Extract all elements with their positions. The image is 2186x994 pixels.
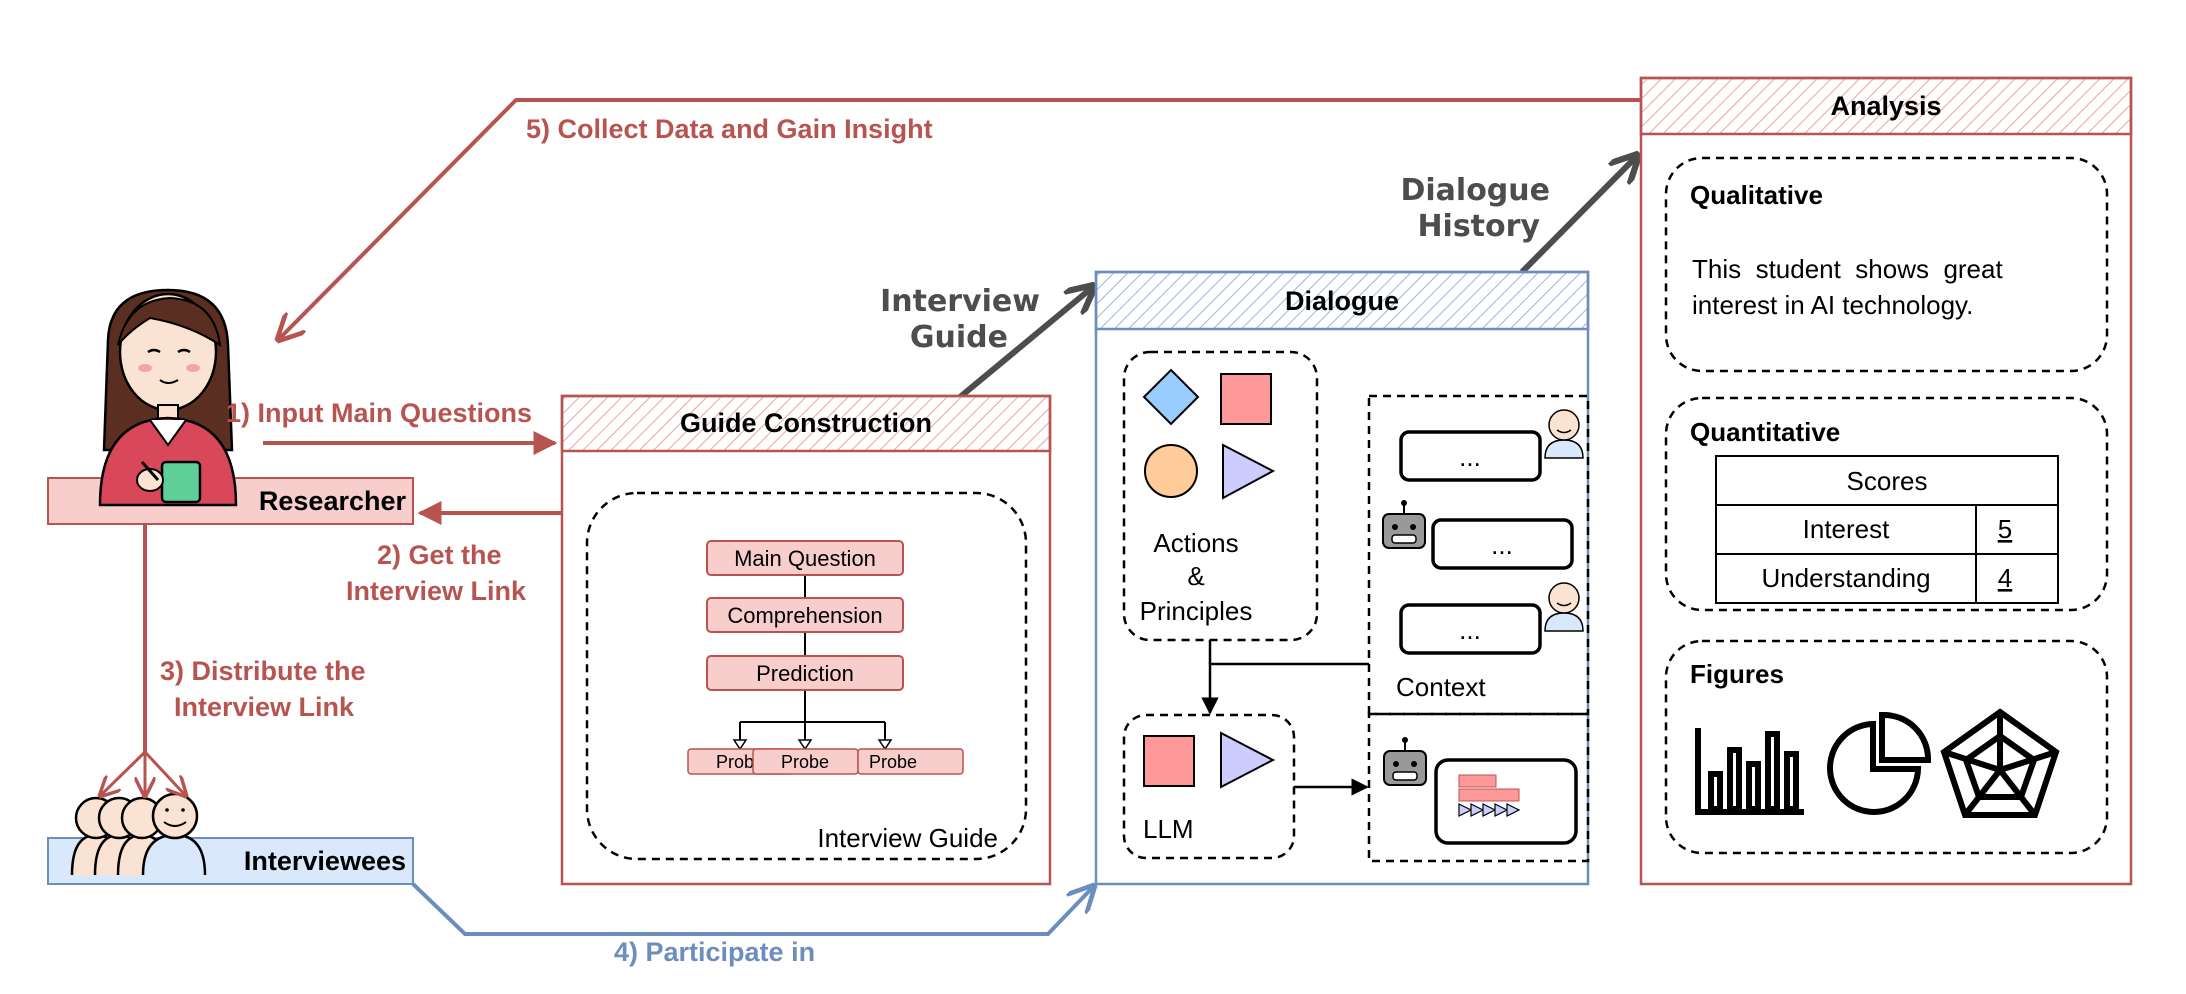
square-shape <box>1220 373 1272 425</box>
dialogue-panel: Dialogue Actions & Principles LLM ... ..… <box>1094 270 1590 886</box>
guide-node-probe-2-label: Probe <box>781 752 829 772</box>
researcher-label: Researcher <box>259 486 407 516</box>
analysis-header <box>1639 76 2133 136</box>
guide-node-comprehension-label: Comprehension <box>727 603 882 628</box>
step3-label-line1: 3) Distribute the <box>160 656 366 686</box>
context-box <box>1367 394 1590 716</box>
actions-principles-box <box>1122 350 1319 642</box>
llm-square-shape <box>1143 735 1195 787</box>
qualitative-title: Qualitative <box>1690 180 1823 210</box>
actions-label-line3: Principles <box>1140 596 1253 626</box>
figures-title: Figures <box>1690 659 1784 689</box>
response-triangles <box>1458 803 1521 817</box>
guide-node-probe-3-label: Probe <box>869 752 917 772</box>
llm-triangle-shape <box>1220 731 1276 789</box>
step5-label: 5) Collect Data and Gain Insight <box>526 114 933 144</box>
interviewees-group-icon <box>70 792 207 876</box>
flow-interview-guide-line1: Interview <box>880 284 1040 319</box>
step4-label: 4) Participate in <box>614 937 815 967</box>
connector-step3 <box>100 524 186 796</box>
interviewees-label: Interviewees <box>244 846 406 876</box>
analysis-title: Analysis <box>1830 91 1941 121</box>
qualitative-text-line2: interest in AI technology. <box>1692 290 1973 320</box>
guide-node-main-question <box>706 540 904 576</box>
context-bubble-2 <box>1431 518 1574 570</box>
response-bar-1 <box>1458 774 1497 788</box>
interviewees-block: Interviewees <box>47 792 414 885</box>
step2-label-line2: Interview Link <box>346 576 527 606</box>
flow-interview-guide-line2: Guide <box>910 320 1008 355</box>
connector-interview-guide <box>952 286 1094 405</box>
guide-construction-header <box>560 394 1052 453</box>
triangle-shape <box>1222 443 1276 500</box>
researcher-avatar-icon <box>98 288 238 507</box>
flow-dialogue-history-line2: History <box>1417 209 1540 244</box>
guide-node-probe-1-label: Probe <box>716 752 764 772</box>
score-row-interest-value: 5 <box>1998 514 2012 544</box>
dialogue-title: Dialogue <box>1285 286 1399 316</box>
flow-dialogue-history-line1: Dialogue <box>1400 173 1550 208</box>
context-bubble-1-text: ... <box>1459 442 1481 472</box>
guide-construction-title: Guide Construction <box>680 408 932 438</box>
score-row-understanding-value: 4 <box>1998 563 2012 593</box>
guide-node-probe-3 <box>857 748 964 775</box>
robot-icon <box>1382 500 1426 549</box>
user-face-icon-2 <box>1544 582 1584 632</box>
response-box <box>1367 712 1590 863</box>
connector-dialogue-history <box>1519 155 1638 275</box>
llm-box <box>1122 713 1296 860</box>
scores-header: Scores <box>1847 466 1928 496</box>
scores-table <box>1715 455 2059 604</box>
interview-guide-caption: Interview Guide <box>817 823 998 853</box>
connector-step5 <box>278 98 1641 340</box>
guide-node-main-question-label: Main Question <box>734 546 876 571</box>
qualitative-box <box>1664 156 2109 373</box>
qualitative-text-line1: This student shows great <box>1692 254 2003 284</box>
actions-label-line1: Actions <box>1153 528 1238 558</box>
dialogue-header <box>1094 270 1590 331</box>
guide-construction-panel: Guide Construction Main Question Compreh… <box>560 394 1052 886</box>
guide-node-prediction-label: Prediction <box>756 661 854 686</box>
context-bubble-3 <box>1399 603 1542 655</box>
analysis-panel: Analysis Qualitative This student shows … <box>1639 76 2133 886</box>
context-bubble-3-text: ... <box>1459 615 1481 645</box>
context-bubble-1 <box>1399 430 1542 482</box>
quantitative-box <box>1664 396 2109 612</box>
researcher-block: Researcher <box>47 288 414 525</box>
circle-shape <box>1144 444 1198 498</box>
score-row-interest-label: Interest <box>1803 514 1890 544</box>
guide-node-prediction <box>706 655 904 691</box>
step3-label-line2: Interview Link <box>174 692 355 722</box>
guide-node-comprehension <box>706 597 904 633</box>
quantitative-title: Quantitative <box>1690 417 1840 447</box>
context-label: Context <box>1396 672 1486 702</box>
context-bubble-2-text: ... <box>1491 530 1513 560</box>
step2-label-line1: 2) Get the <box>377 540 502 570</box>
user-face-icon <box>1544 409 1584 459</box>
llm-label: LLM <box>1143 814 1194 844</box>
connector-step4 <box>411 884 1094 936</box>
actions-label-line2: & <box>1187 561 1204 591</box>
robot-icon-2 <box>1383 737 1427 786</box>
response-bar-2 <box>1458 788 1520 802</box>
pie-chart-icon <box>1827 711 1932 815</box>
step1-label: 1) Input Main Questions <box>226 398 532 428</box>
interview-guide-container <box>585 491 1028 861</box>
radar-chart-icon <box>1940 708 2060 818</box>
score-row-understanding-label: Understanding <box>1761 563 1930 593</box>
diamond-shape <box>1142 368 1200 426</box>
bar-chart-icon <box>1695 728 1804 815</box>
figures-box <box>1664 639 2109 855</box>
